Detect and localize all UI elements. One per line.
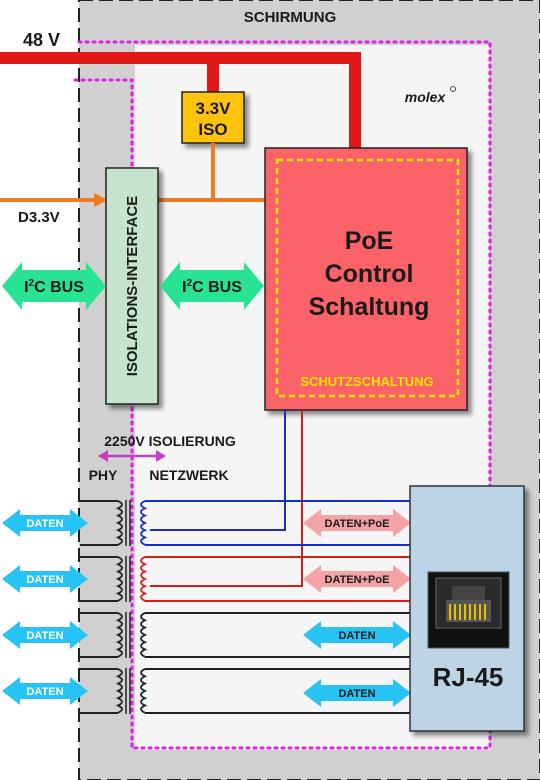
- data-arrow-left-3: [2, 621, 88, 649]
- iso-33v-line1: 3.3V: [196, 99, 232, 118]
- data-label-left-1: DATEN: [26, 518, 63, 530]
- pair-1: DATEN DATEN+PoE: [2, 500, 411, 546]
- isolation-double-arrow-icon: [98, 450, 166, 462]
- transformer-icon: [140, 668, 148, 714]
- transformer-icon: [115, 500, 123, 546]
- data-label-left-3: DATEN: [26, 630, 63, 642]
- data-arrow-right-3: [303, 621, 411, 649]
- data-label-right-3: DATEN: [338, 630, 375, 642]
- label-d33v: D3.3V: [18, 209, 60, 226]
- data-poe-arrow-2: [303, 565, 411, 593]
- protection-label: SCHUTZSCHALTUNG: [300, 374, 433, 389]
- pair-2: DATEN DATEN+PoE: [2, 556, 411, 602]
- rj45-label: RJ-45: [433, 662, 504, 692]
- transformer-icon: [115, 668, 123, 714]
- transformer-icon: [140, 556, 148, 602]
- brand-label: molex: [405, 89, 447, 105]
- poe-feed-red: [150, 410, 303, 587]
- isolation-label: 2250V ISOLIERUNG: [104, 433, 236, 449]
- poe-line1: PoE: [345, 227, 394, 255]
- network-label: NETZWERK: [149, 467, 228, 483]
- transformer-icon: [115, 556, 123, 602]
- i2c-bus-label-right: I2C BUS: [182, 278, 242, 296]
- molex-logo-icon: molex: [405, 86, 456, 105]
- phy-label: PHY: [89, 467, 118, 483]
- data-label-right-4: DATEN: [338, 688, 375, 700]
- transformer-icon: [115, 612, 123, 658]
- shield-label: SCHIRMUNG: [244, 9, 337, 26]
- poe-line3: Schaltung: [309, 293, 430, 321]
- d33v-arrowhead: [94, 193, 108, 207]
- data-label-left-2: DATEN: [26, 574, 63, 586]
- isolation-boundary: [73, 40, 492, 750]
- poe-feed-blue: [150, 410, 286, 531]
- poe-line2: Control: [325, 260, 414, 288]
- label-48v: 48 V: [23, 30, 60, 50]
- data-arrow-left-4: [2, 677, 88, 705]
- protection-border: [275, 158, 460, 398]
- i2c-bus-label-left: I2C BUS: [24, 278, 84, 296]
- data-poe-label-2: DATEN+PoE: [325, 574, 390, 586]
- i2c-bus-arrow-left: [2, 262, 106, 310]
- iso-33v-block: [181, 91, 245, 144]
- data-poe-label-1: DATEN+PoE: [325, 518, 390, 530]
- data-poe-arrow-1: [303, 509, 411, 537]
- rj45-jack-icon: [427, 571, 510, 649]
- i2c-bus-arrow-right: [160, 262, 264, 310]
- data-label-left-4: DATEN: [26, 686, 63, 698]
- data-arrow-left-1: [2, 509, 88, 537]
- poe-control-block: [264, 147, 468, 411]
- pair-3: DATEN DATEN: [2, 612, 411, 658]
- transformer-icon: [140, 612, 148, 658]
- pair-4: DATEN DATEN: [2, 668, 411, 714]
- isolation-interface-label: ISOLATIONS-INTERFACE: [124, 196, 141, 377]
- iso-33v-line2: ISO: [198, 120, 227, 139]
- data-arrow-left-2: [2, 565, 88, 593]
- transformer-icon: [140, 500, 148, 546]
- data-arrow-right-4: [303, 679, 411, 707]
